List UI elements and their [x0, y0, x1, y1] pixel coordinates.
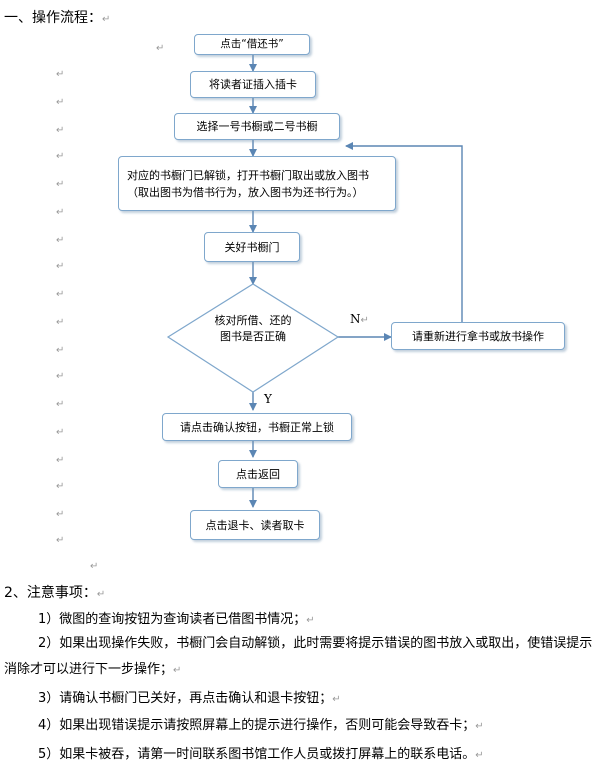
paragraph-mark: ↵: [56, 481, 65, 492]
paragraph-mark: ↵: [56, 97, 65, 108]
step-eject-card-text: 点击退卡、读者取卡: [205, 518, 305, 532]
no-branch-label-text: N: [350, 312, 361, 326]
paragraph-mark: ↵: [360, 315, 369, 326]
note-item-2: 2）如果出现操作失败，书橱门会自动解锁，此时需要将提示错误的图书放入或取出，使错…: [4, 631, 604, 684]
note-item-3: 3）请确认书橱门已关好，再点击确认和退卡按钮；↵: [38, 690, 341, 709]
paragraph-mark: ↵: [56, 235, 65, 246]
section-2-heading-text: 2、注意事项：: [4, 585, 97, 601]
paragraph-mark: ↵: [173, 665, 182, 676]
note-item-5: 5）如果卡被吞，请第一时间联系图书馆工作人员或拨打屏幕上的联系电话。↵: [38, 746, 484, 765]
section-1-heading: 一、操作流程：↵: [4, 9, 110, 29]
paragraph-mark: ↵: [306, 615, 315, 626]
paragraph-mark: ↵: [90, 561, 99, 572]
step-close-door-text: 关好书橱门: [224, 240, 280, 254]
step-click-back-text: 点击返回: [236, 467, 280, 481]
paragraph-mark: ↵: [156, 43, 165, 54]
step-eject-card: 点击退卡、读者取卡: [190, 510, 320, 540]
step-click-borrow-return: 点击“借还书”: [194, 34, 310, 55]
paragraph-mark: ↵: [332, 694, 341, 705]
paragraph-mark: ↵: [56, 317, 65, 328]
decision-diamond: [166, 283, 340, 393]
paragraph-mark: ↵: [56, 371, 65, 382]
paragraph-mark: ↵: [96, 589, 106, 600]
note-item-2-text: 2）如果出现操作失败，书橱门会自动解锁，此时需要将提示错误的图书放入或取出，使错…: [4, 636, 593, 677]
paragraph-mark: ↵: [56, 179, 65, 190]
note-item-1-text: 1）微图的查询按钮为查询读者已借图书情况；: [38, 612, 307, 627]
flowchart-connectors: [166, 55, 463, 508]
paragraph-mark: ↵: [56, 535, 65, 546]
note-item-1: 1）微图的查询按钮为查询读者已借图书情况；↵: [38, 611, 315, 630]
step-retry-text: 请重新进行拿书或放书操作: [412, 329, 544, 343]
paragraph-mark: ↵: [56, 261, 65, 272]
paragraph-mark: ↵: [475, 721, 484, 732]
note-item-5-text: 5）如果卡被吞，请第一时间联系图书馆工作人员或拨打屏幕上的联系电话。: [38, 747, 476, 762]
note-item-4-text: 4）如果出现错误提示请按照屏幕上的提示进行操作，否则可能会导致吞卡；: [38, 718, 476, 733]
note-item-4: 4）如果出现错误提示请按照屏幕上的提示进行操作，否则可能会导致吞卡；↵: [38, 717, 484, 736]
paragraph-mark: ↵: [56, 125, 65, 136]
yes-branch-label: Y: [264, 392, 272, 406]
paragraph-mark: ↵: [56, 345, 65, 356]
paragraph-mark: ↵: [56, 207, 65, 218]
step-confirm-lock-text: 请点击确认按钮，书橱正常上锁: [180, 420, 334, 434]
step-click-borrow-return-text: 点击“借还书”: [220, 38, 284, 50]
section-1-heading-text: 一、操作流程：: [4, 10, 102, 26]
paragraph-mark: ↵: [475, 750, 484, 761]
paragraph-mark: ↵: [56, 455, 65, 466]
step-close-door: 关好书橱门: [204, 232, 300, 262]
paragraph-mark: ↵: [56, 399, 65, 410]
step-confirm-lock: 请点击确认按钮，书橱正常上锁: [162, 413, 352, 441]
paragraph-mark: ↵: [102, 14, 111, 25]
paragraph-mark: ↵: [56, 151, 65, 162]
step-click-back: 点击返回: [218, 460, 298, 488]
step-insert-card: 将读者证插入插卡: [190, 71, 316, 98]
note-item-3-text: 3）请确认书橱门已关好，再点击确认和退卡按钮；: [38, 691, 333, 706]
yes-branch-label-text: Y: [264, 392, 272, 406]
section-2-heading: 2、注意事项：↵: [4, 584, 105, 604]
decision-text: 核对所借、还的图书是否正确: [214, 314, 292, 343]
step-retry: 请重新进行拿书或放书操作: [391, 322, 565, 350]
no-branch-label: N↵: [350, 312, 369, 326]
paragraph-mark: ↵: [56, 427, 65, 438]
step-select-cabinet: 选择一号书橱或二号书橱: [174, 113, 340, 140]
step-select-cabinet-text: 选择一号书橱或二号书橱: [196, 120, 318, 133]
paragraph-mark: ↵: [56, 69, 65, 80]
step-open-cabinet-text: 对应的书橱门已解锁，打开书橱门取出或放入图书（取出图书为借书行为，放入图书为还书…: [127, 168, 369, 199]
step-insert-card-text: 将读者证插入插卡: [209, 78, 297, 91]
paragraph-mark: ↵: [56, 509, 65, 520]
step-open-cabinet: 对应的书橱门已解锁，打开书橱门取出或放入图书（取出图书为借书行为，放入图书为还书…: [118, 156, 396, 211]
paragraph-mark: ↵: [56, 289, 65, 300]
arrow-retry-loop: [345, 142, 463, 322]
